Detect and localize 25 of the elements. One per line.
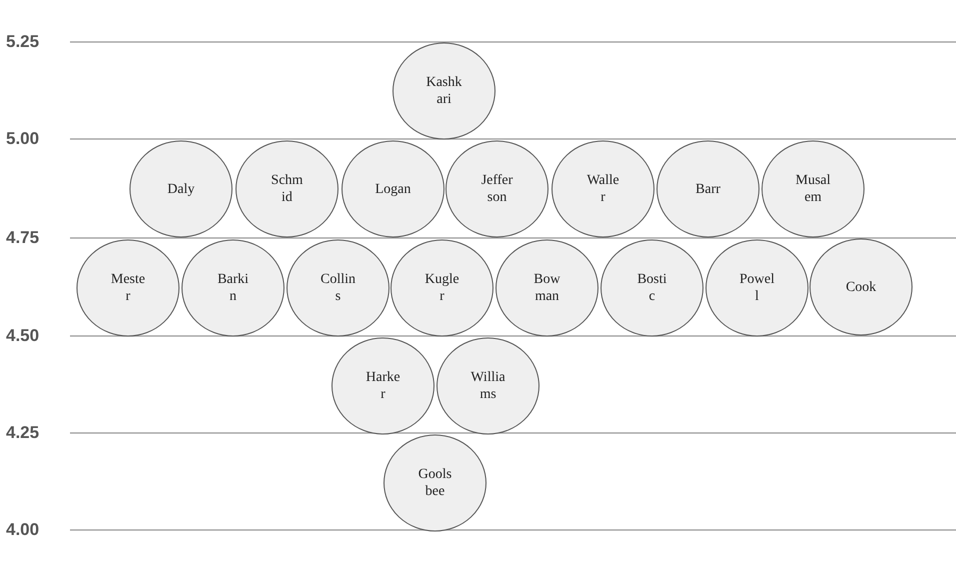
axis-tick-label: 5.25 [6,32,40,52]
name-label: Cook [846,278,876,296]
axis-tick-label: 4.75 [6,228,40,248]
name-label: Bosti c [637,271,667,305]
name-label: Logan [375,180,411,198]
name-label: Kashk ari [426,74,462,108]
name-label: Meste r [110,271,146,305]
name-label: Powel l [740,271,774,305]
name-label: Jeffer son [481,172,513,206]
name-label: Schm id [271,172,303,206]
name-label: Willia ms [470,369,506,403]
name-label: Musal em [796,172,830,206]
name-label: Bow man [534,271,560,305]
axis-tick-label: 5.00 [6,129,40,149]
axis-tick-label: 4.00 [6,520,40,540]
axis-tick-label: 4.25 [6,423,40,443]
axis-tick-label: 4.50 [6,326,40,346]
name-label: Barr [696,180,720,198]
name-label: Collin s [320,271,356,305]
name-label: Walle r [586,172,620,206]
name-label: Harke r [366,369,400,403]
name-label: Daly [167,180,195,198]
name-label: Gools bee [418,466,452,500]
name-label: Barki n [217,271,249,305]
name-label: Kugle r [424,271,460,305]
